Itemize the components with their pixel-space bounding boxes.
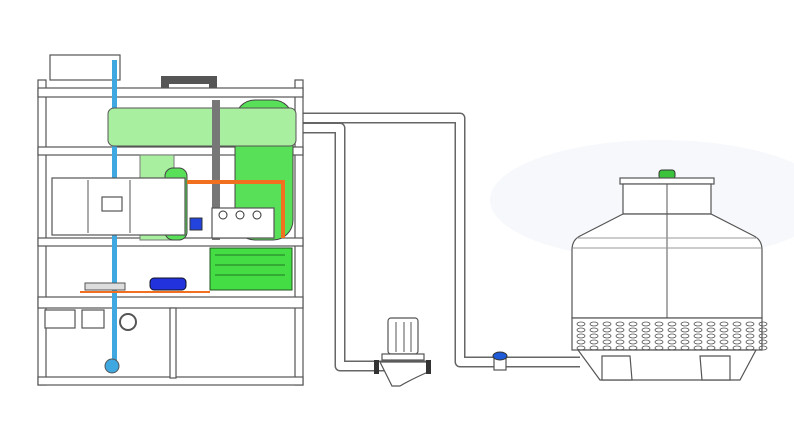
louver-hole <box>745 321 755 327</box>
louver-hole <box>615 333 625 339</box>
louver-hole <box>576 339 586 345</box>
louver-hole <box>576 333 586 339</box>
louver-hole <box>602 321 612 327</box>
louver-hole <box>758 327 768 333</box>
condenser <box>107 107 297 147</box>
filter-drier <box>149 277 187 291</box>
tower-leg <box>699 355 731 381</box>
louver-hole <box>667 321 677 327</box>
louver-hole <box>576 321 586 327</box>
tower-leg <box>601 355 633 381</box>
louver-hole <box>732 327 742 333</box>
louver-hole <box>576 327 586 333</box>
louver-hole <box>667 333 677 339</box>
louver-hole <box>732 333 742 339</box>
ice-machine <box>37 54 304 386</box>
louver-hole <box>758 321 768 327</box>
louver-hole <box>693 327 703 333</box>
louver-hole <box>680 321 690 327</box>
louver-hole <box>654 339 664 345</box>
louver-hole <box>589 333 599 339</box>
louver-hole <box>719 333 729 339</box>
louver-hole <box>628 339 638 345</box>
louver-hole <box>602 327 612 333</box>
louver-hole <box>719 339 729 345</box>
louver-hole <box>758 333 768 339</box>
louver-hole <box>667 339 677 345</box>
louver-hole <box>706 333 716 339</box>
return-pipe <box>303 112 580 368</box>
louver-hole <box>641 333 651 339</box>
louver-hole <box>745 333 755 339</box>
louver-hole <box>654 321 664 327</box>
louver-hole <box>602 339 612 345</box>
louver-hole <box>706 339 716 345</box>
louver-hole <box>589 339 599 345</box>
louver-hole <box>745 327 755 333</box>
pipe-valve <box>492 351 508 371</box>
louver-hole <box>628 321 638 327</box>
louver-hole <box>654 327 664 333</box>
water-tank <box>49 54 121 81</box>
louver-hole <box>693 321 703 327</box>
louver-hole <box>706 321 716 327</box>
louver-hole <box>758 339 768 345</box>
louver-hole <box>745 339 755 345</box>
louver-hole <box>628 333 638 339</box>
louver-hole <box>602 333 612 339</box>
compressor <box>209 247 293 291</box>
louver-hole <box>680 339 690 345</box>
louver-hole <box>693 333 703 339</box>
louver-hole <box>615 327 625 333</box>
louver-hole <box>589 321 599 327</box>
louver-hole <box>589 327 599 333</box>
cooling-tower <box>571 169 768 381</box>
louver-hole <box>693 339 703 345</box>
louver-hole <box>758 345 768 351</box>
louver-hole <box>680 333 690 339</box>
water-pump <box>374 317 431 387</box>
louver-hole <box>706 327 716 333</box>
louver-hole <box>719 321 729 327</box>
louver-hole <box>641 321 651 327</box>
refrigerant-pipe <box>187 180 285 238</box>
louver-hole <box>641 327 651 333</box>
louver-hole <box>641 339 651 345</box>
louver-hole <box>654 333 664 339</box>
louver-hole <box>615 339 625 345</box>
louver-hole <box>680 327 690 333</box>
louver-hole <box>628 327 638 333</box>
louver-hole <box>615 321 625 327</box>
louver-hole <box>732 339 742 345</box>
louver-hole <box>719 327 729 333</box>
louver-hole <box>732 321 742 327</box>
louver-hole <box>667 327 677 333</box>
